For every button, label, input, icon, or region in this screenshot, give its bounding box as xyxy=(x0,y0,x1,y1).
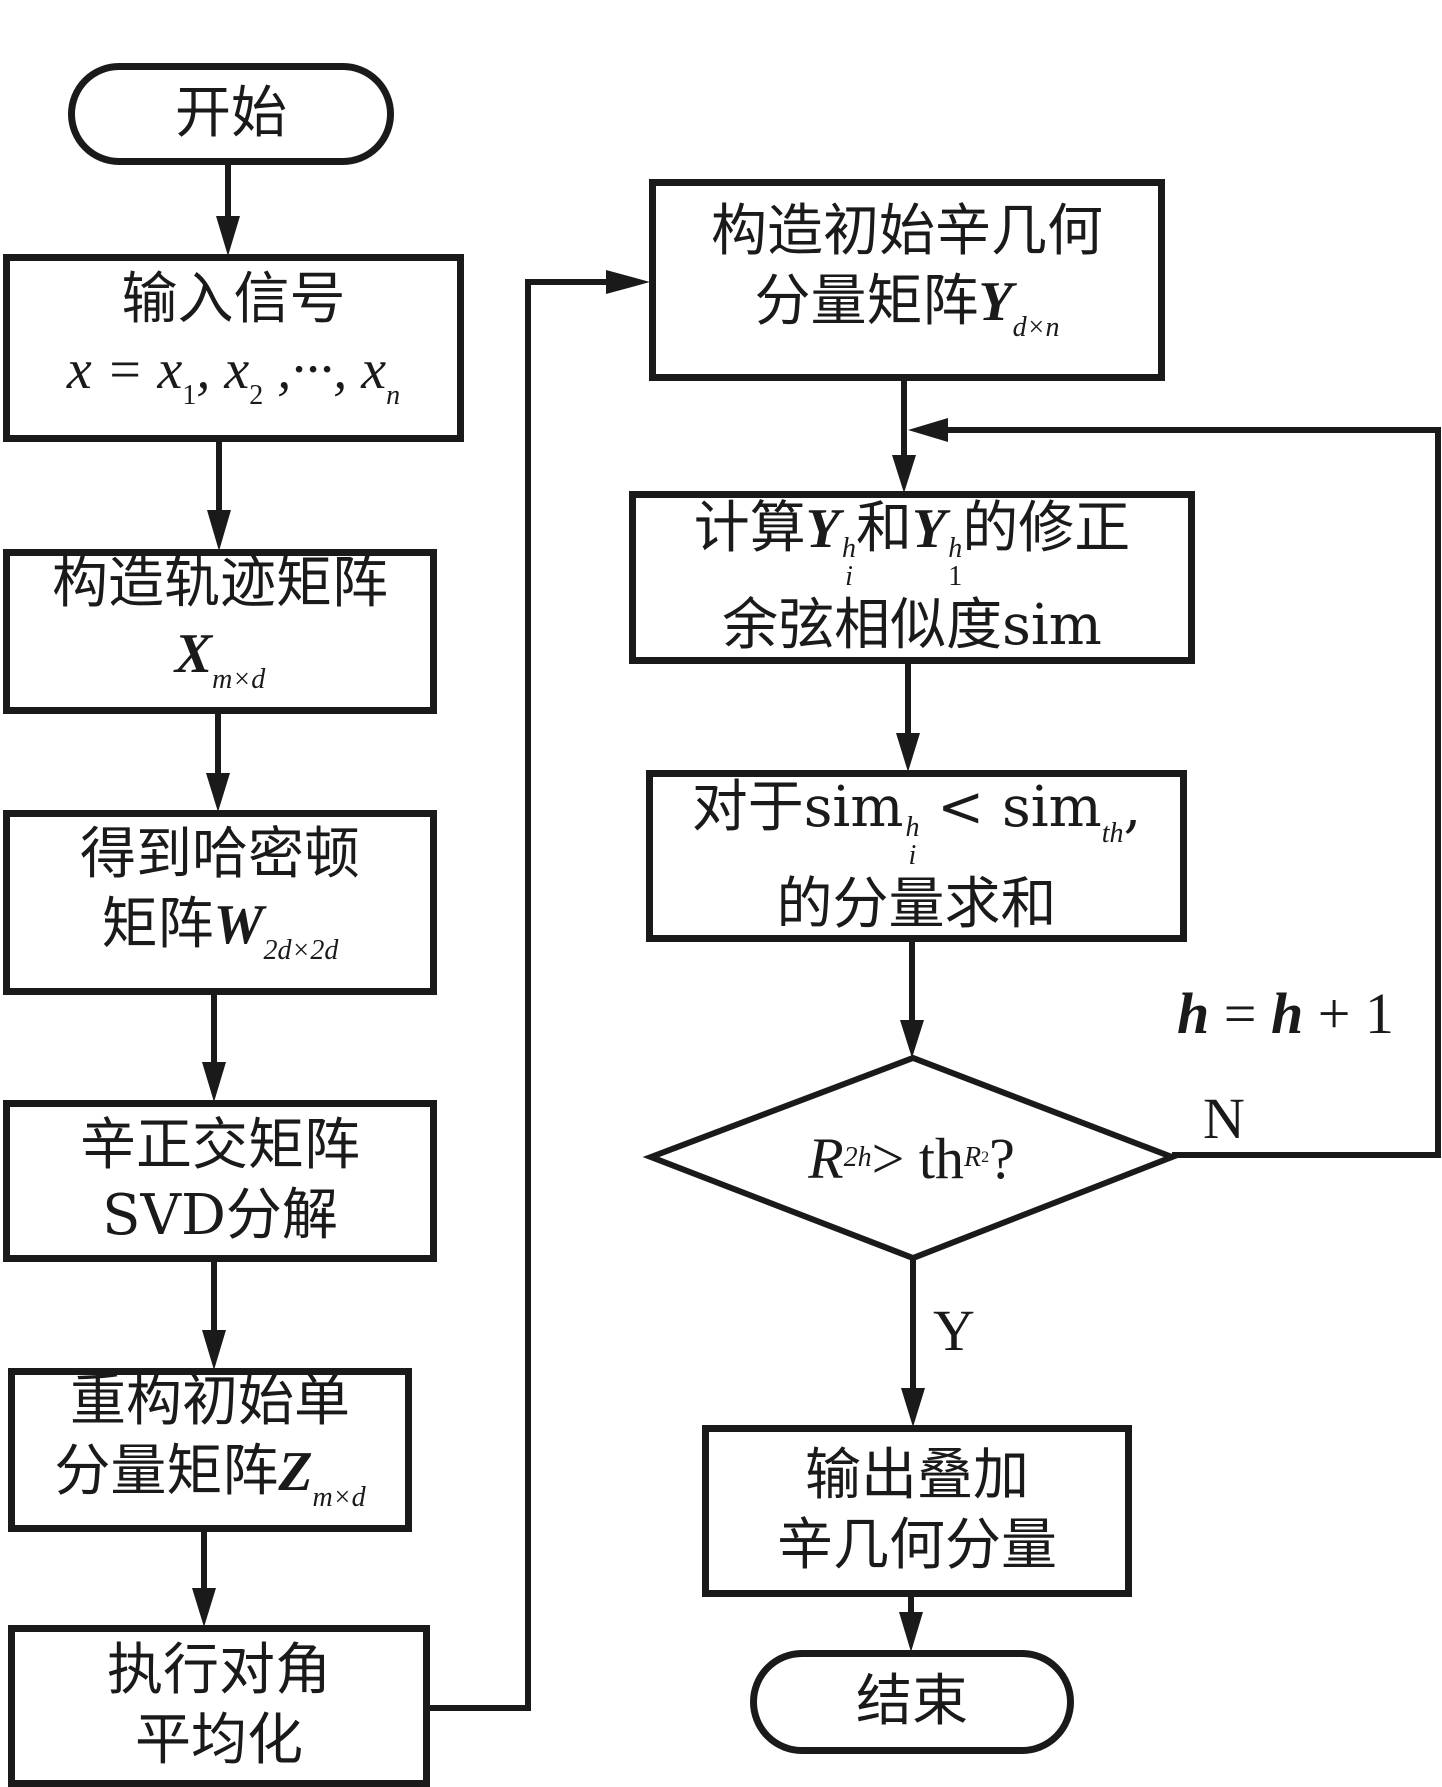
arrowhead-icon xyxy=(202,1330,226,1370)
arrowhead-icon xyxy=(896,733,920,772)
output-line2: 辛几何分量 xyxy=(777,1513,1057,1578)
superscript: 2h xyxy=(843,1142,872,1173)
increment-label: h = h + 1 xyxy=(1177,985,1394,1043)
text: 计算 xyxy=(693,496,806,561)
subscript: n xyxy=(386,380,401,411)
output-node: 输出叠加 辛几何分量 xyxy=(702,1425,1132,1597)
subscript: i xyxy=(845,561,853,592)
no-label: N xyxy=(1203,1086,1245,1151)
text: , xyxy=(1123,774,1142,840)
text: < sim xyxy=(919,774,1102,840)
construct-y-line2: 分量矩阵Yd×n xyxy=(754,267,1059,363)
reconstruct-title: 重构初始单 xyxy=(70,1369,350,1434)
hamilton-line2: 矩阵W2d×2d xyxy=(102,890,339,986)
end-node: 结束 xyxy=(750,1650,1074,1754)
svd-title: 辛正交矩阵 xyxy=(80,1113,360,1178)
superscript: h xyxy=(905,811,920,843)
start-node: 开始 xyxy=(68,63,394,165)
arrowhead-icon xyxy=(216,216,240,256)
r-symbol: R xyxy=(808,1125,844,1191)
subscript: 1 xyxy=(182,380,197,411)
avg-title: 执行对角 xyxy=(107,1638,331,1703)
arrowhead-icon xyxy=(900,1020,924,1058)
subscript: 2 xyxy=(249,380,264,411)
superscript: h xyxy=(948,533,963,564)
text: 分量矩阵 xyxy=(54,1439,279,1504)
arrowhead-icon xyxy=(899,1612,923,1652)
sum-line2: 的分量求和 xyxy=(776,871,1057,937)
arrowhead-icon xyxy=(206,773,230,812)
text: 矩阵 xyxy=(101,891,214,957)
diagonal-average-node: 执行对角 平均化 xyxy=(8,1625,430,1787)
input-formula: x = x1, x2 ,···, xn xyxy=(67,335,400,431)
formula-part: , x xyxy=(196,339,250,401)
subscript: th xyxy=(1101,817,1124,849)
hamilton-matrix-node: 得到哈密顿 矩阵W2d×2d xyxy=(3,810,437,995)
formula-part: ,···, x xyxy=(263,339,387,401)
output-title: 输出叠加 xyxy=(805,1443,1029,1508)
h-symbol: h xyxy=(1270,981,1304,1046)
subscript: 1 xyxy=(948,561,963,592)
subscript-superscript: 2 xyxy=(981,1149,990,1166)
start-label: 开始 xyxy=(175,81,287,146)
end-label: 结束 xyxy=(856,1669,968,1734)
text: 和 xyxy=(856,496,912,561)
text: ? xyxy=(989,1125,1015,1191)
similarity-line2: 余弦相似度sim xyxy=(722,593,1102,658)
matrix-symbol: Y xyxy=(912,498,947,560)
svd-node: 辛正交矩阵 SVD分解 xyxy=(3,1100,437,1262)
arrowhead-icon xyxy=(207,510,231,551)
input-signal-node: 输入信号 x = x1, x2 ,···, xn xyxy=(3,254,464,442)
matrix-symbol: Y xyxy=(805,498,840,560)
arrowhead-icon xyxy=(908,418,948,442)
yes-label: Y xyxy=(933,1298,975,1363)
matrix-symbol: W xyxy=(213,893,264,956)
formula-part: x = x xyxy=(66,339,183,401)
trajectory-matrix-node: 构造轨迹矩阵 Xm×d xyxy=(3,549,437,714)
matrix-symbol: Y xyxy=(978,271,1013,333)
text: 分量矩阵 xyxy=(754,269,979,334)
reconstruct-line2: 分量矩阵Zm×d xyxy=(54,1437,365,1533)
text: 的修正 xyxy=(962,496,1131,561)
reconstruct-node: 重构初始单 分量矩阵Zm×d xyxy=(8,1368,412,1532)
text: > th xyxy=(871,1125,964,1191)
arrowhead-icon xyxy=(892,455,916,493)
trajectory-title: 构造轨迹矩阵 xyxy=(52,550,388,616)
matrix-symbol: X xyxy=(174,622,213,685)
superscript: h xyxy=(842,533,856,564)
subscript: m×d xyxy=(312,1482,366,1513)
hamilton-title: 得到哈密顿 xyxy=(80,821,360,887)
arrowhead-icon xyxy=(202,1062,226,1102)
svd-line2: SVD分解 xyxy=(102,1183,338,1248)
text: = xyxy=(1209,981,1271,1046)
avg-line2: 平均化 xyxy=(135,1708,303,1773)
text: 对于sim xyxy=(691,774,904,840)
trajectory-symbol: Xm×d xyxy=(175,619,265,715)
subscript: m×d xyxy=(212,663,266,695)
subscript: 2d×2d xyxy=(263,934,339,966)
matrix-symbol: Z xyxy=(278,1441,313,1503)
h-symbol: h xyxy=(1177,981,1210,1046)
input-title: 输入信号 xyxy=(121,267,346,332)
arrowhead-icon xyxy=(192,1588,216,1627)
subscript: i xyxy=(908,839,917,871)
arrowhead-icon xyxy=(606,270,650,294)
construct-y-title: 构造初始辛几何 xyxy=(711,199,1103,264)
subscript: d×n xyxy=(1012,312,1060,343)
edge-decision-loop-no xyxy=(948,427,1441,1158)
text: + 1 xyxy=(1303,981,1394,1046)
edge-avg-construct-y xyxy=(428,279,612,1711)
subscript: R xyxy=(963,1142,982,1173)
construct-y-node: 构造初始辛几何 分量矩阵Yd×n xyxy=(649,179,1165,381)
arrowhead-icon xyxy=(901,1388,925,1427)
